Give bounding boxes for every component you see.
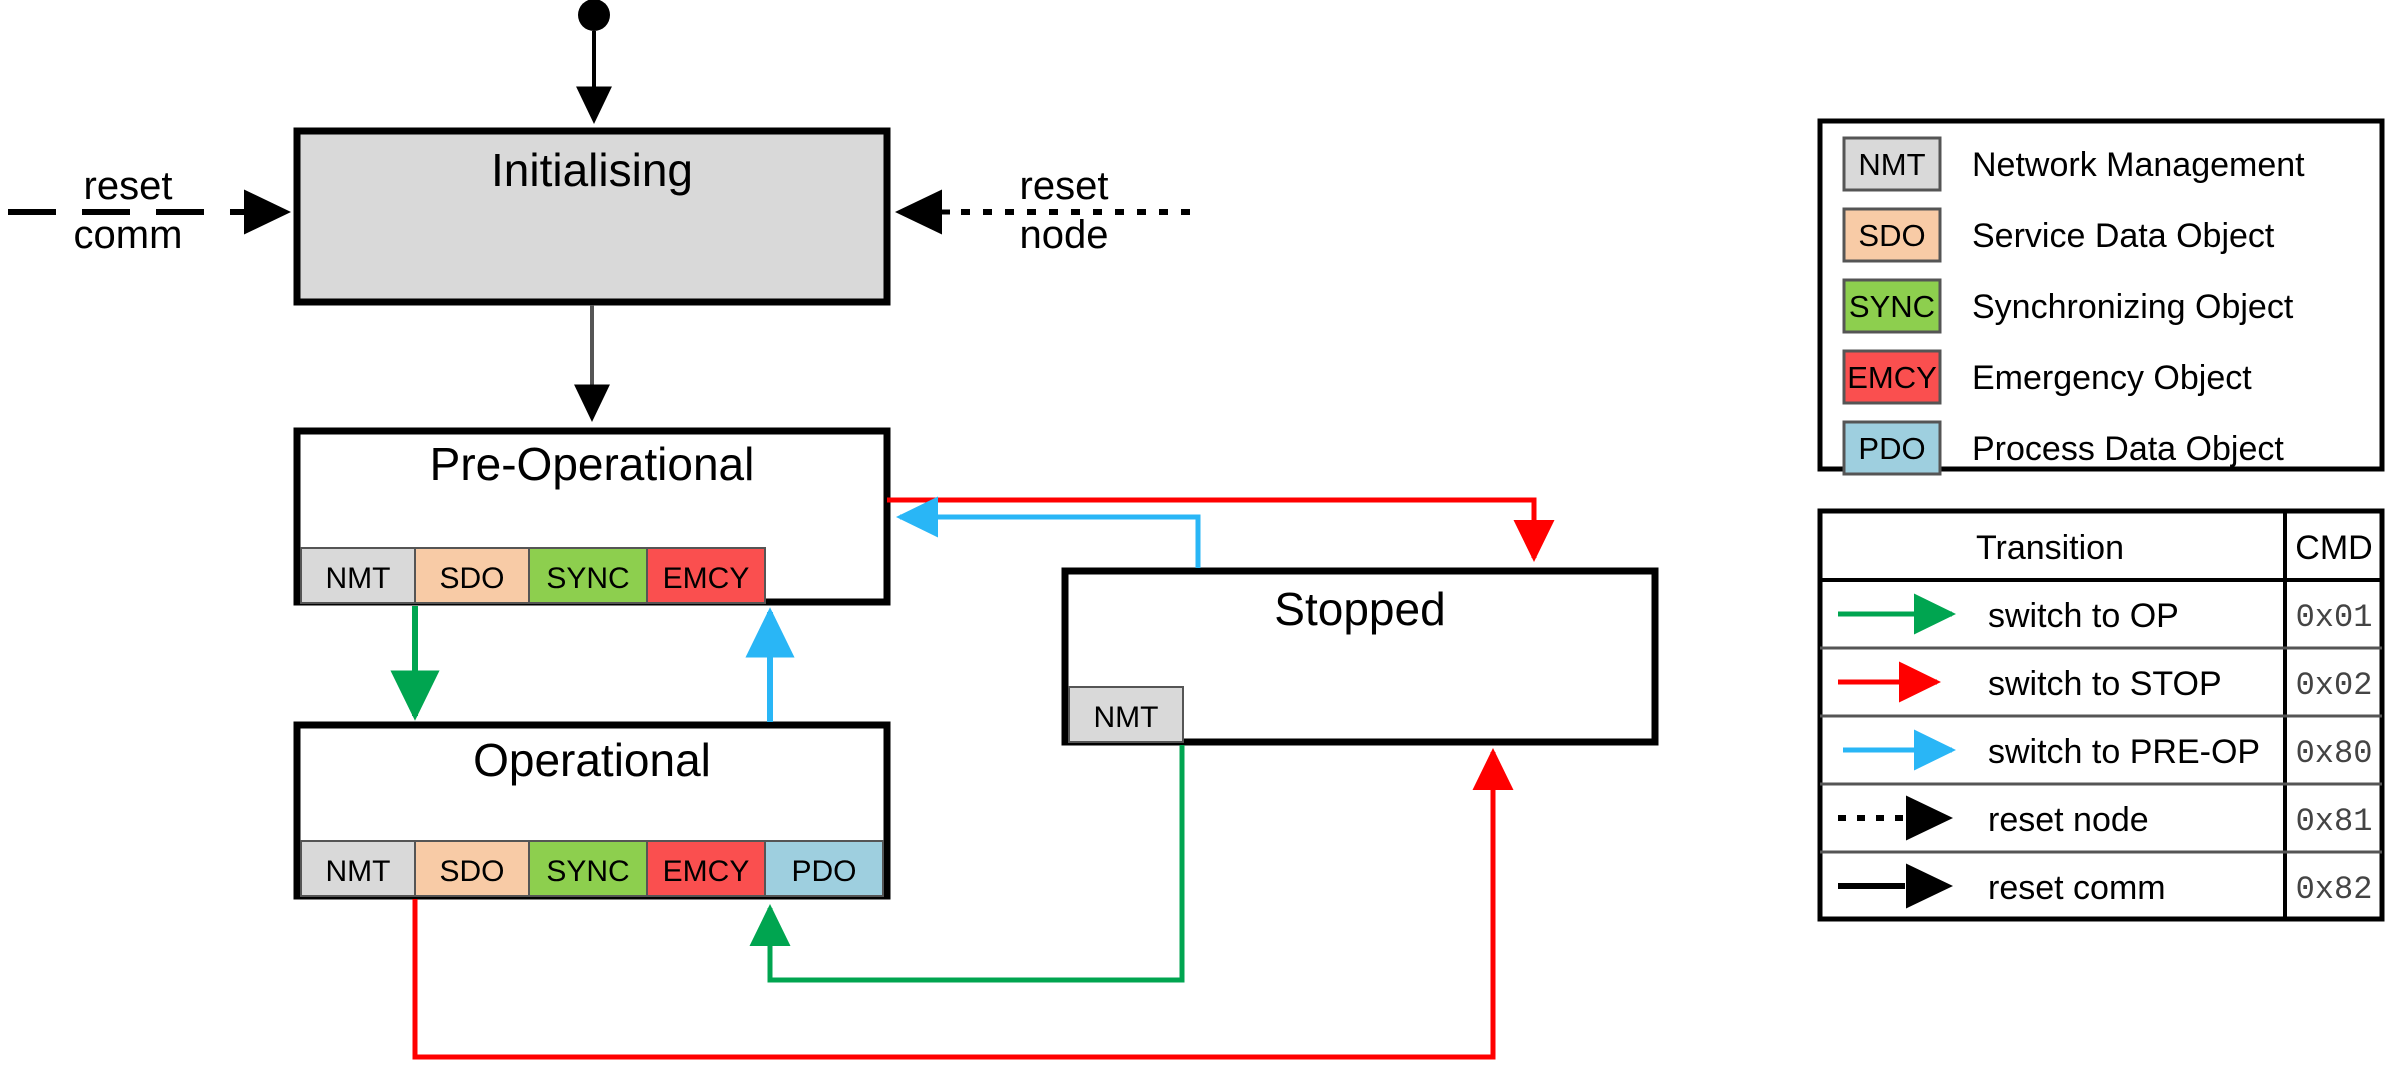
edge-preop-to-stopped-red bbox=[887, 497, 1555, 563]
reset-comm-transition: reset comm bbox=[8, 164, 292, 257]
state-stopped-label: Stopped bbox=[1274, 583, 1445, 635]
service-chip-emcy-label: EMCY bbox=[663, 855, 750, 888]
legend-code-nmt: NMT bbox=[1858, 147, 1925, 182]
state-pre-operational-label: Pre-Operational bbox=[430, 438, 755, 490]
state-pre-operational[interactable]: Pre-Operational NMT SDO SYNC EMCY bbox=[293, 427, 891, 606]
legend-swatch-emcy bbox=[1842, 349, 1942, 405]
transition-row-switch-to-stop: switch to STOP 0x02 bbox=[1838, 661, 2373, 704]
reset-comm-label-line2: comm bbox=[74, 213, 183, 257]
transition-cmd-switch-to-op: 0x01 bbox=[2296, 599, 2373, 636]
service-chip-emcy-label: EMCY bbox=[663, 562, 750, 595]
service-chip-emcy bbox=[646, 547, 766, 604]
state-operational[interactable]: Operational NMT SDO SYNC EMCY PDO bbox=[293, 721, 891, 900]
state-stopped-box[interactable] bbox=[1061, 567, 1659, 746]
legend-desc-nmt: Network Management bbox=[1972, 146, 2305, 184]
stopped-service-strip: NMT bbox=[1068, 686, 1184, 743]
transition-label-reset-comm: reset comm bbox=[1988, 869, 2166, 907]
transition-table-header-cmd: CMD bbox=[2295, 529, 2372, 567]
service-chip-emcy-label-box bbox=[646, 840, 766, 897]
state-initialising[interactable]: Initialising bbox=[293, 127, 891, 306]
transition-cmd-reset-node: 0x81 bbox=[2296, 803, 2373, 840]
service-chip-pdo-label: PDO bbox=[791, 855, 856, 888]
reset-node-label-line2: node bbox=[1020, 213, 1109, 257]
transition-label-reset-node: reset node bbox=[1988, 801, 2149, 839]
service-chip-sdo-label: SDO bbox=[439, 562, 504, 595]
transition-row-switch-to-op: switch to OP 0x01 bbox=[1838, 593, 2373, 636]
transition-row-reset-comm: reset comm 0x82 bbox=[1838, 863, 2373, 909]
service-chip-sync bbox=[528, 547, 648, 604]
legend-panel: NMT Network Management SDO Service Data … bbox=[1817, 118, 2385, 476]
service-chip-sync-label: SYNC bbox=[546, 855, 629, 888]
transition-cmd-switch-to-preop: 0x80 bbox=[2296, 735, 2373, 772]
legend-desc-sdo: Service Data Object bbox=[1972, 217, 2275, 255]
legend-swatch-sdo bbox=[1842, 207, 1942, 263]
edge-stopped-to-op-green bbox=[749, 745, 1185, 983]
legend-code-sync: SYNC bbox=[1849, 289, 1935, 324]
reset-comm-label-line1: reset bbox=[84, 164, 173, 208]
state-initialising-label: Initialising bbox=[491, 144, 693, 196]
legend-swatch-sync bbox=[1842, 278, 1942, 334]
operational-service-strip: NMT SDO SYNC EMCY PDO bbox=[300, 840, 884, 897]
legend-desc-pdo: Process Data Object bbox=[1972, 430, 2284, 468]
service-chip-nmt bbox=[300, 547, 416, 604]
legend-swatch-nmt bbox=[1842, 136, 1942, 192]
transition-cmd-switch-to-stop: 0x02 bbox=[2296, 667, 2373, 704]
transition-row-switch-to-preop: switch to PRE-OP 0x80 bbox=[1843, 729, 2373, 772]
legend-code-sdo: SDO bbox=[1858, 218, 1925, 253]
legend-code-emcy: EMCY bbox=[1847, 360, 1937, 395]
service-chip-nmt bbox=[1068, 686, 1184, 743]
initial-state-marker bbox=[576, 0, 612, 125]
service-chip-nmt-label: NMT bbox=[326, 855, 391, 888]
transition-table: Transition CMD switch to OP 0x01 switch … bbox=[1817, 508, 2385, 922]
transition-label-switch-to-op: switch to OP bbox=[1988, 597, 2179, 635]
edge-op-to-stopped-red bbox=[412, 747, 1514, 1060]
legend-desc-emcy: Emergency Object bbox=[1972, 359, 2252, 397]
reset-node-label-line1: reset bbox=[1020, 164, 1109, 208]
service-chip-sdo bbox=[414, 840, 530, 897]
state-initialising-box[interactable] bbox=[293, 127, 891, 306]
transition-label-switch-to-stop: switch to STOP bbox=[1988, 665, 2222, 703]
transition-table-header-transition: Transition bbox=[1976, 529, 2124, 567]
initial-state-dot bbox=[578, 0, 610, 31]
service-chip-sdo-label: SDO bbox=[439, 855, 504, 888]
edge-stopped-to-preop-blue bbox=[895, 496, 1201, 568]
transition-label-switch-to-preop: switch to PRE-OP bbox=[1988, 733, 2260, 771]
service-chip-sync-label: SYNC bbox=[546, 562, 629, 595]
service-chip-pdo bbox=[764, 840, 884, 897]
state-stopped[interactable]: Stopped NMT bbox=[1061, 567, 1659, 746]
reset-node-transition: reset node bbox=[894, 164, 1190, 257]
transition-row-reset-node: reset node 0x81 bbox=[1838, 795, 2373, 841]
service-chip-nmt-label: NMT bbox=[1094, 701, 1159, 734]
service-chip-nmt-label: NMT bbox=[326, 562, 391, 595]
state-operational-label: Operational bbox=[473, 734, 711, 786]
legend-code-pdo: PDO bbox=[1858, 431, 1925, 466]
legend-swatch-pdo bbox=[1842, 420, 1942, 476]
transition-cmd-reset-comm: 0x82 bbox=[2296, 871, 2373, 908]
pre-operational-service-strip: NMT SDO SYNC EMCY bbox=[300, 547, 766, 604]
legend-desc-sync: Synchronizing Object bbox=[1972, 288, 2294, 326]
